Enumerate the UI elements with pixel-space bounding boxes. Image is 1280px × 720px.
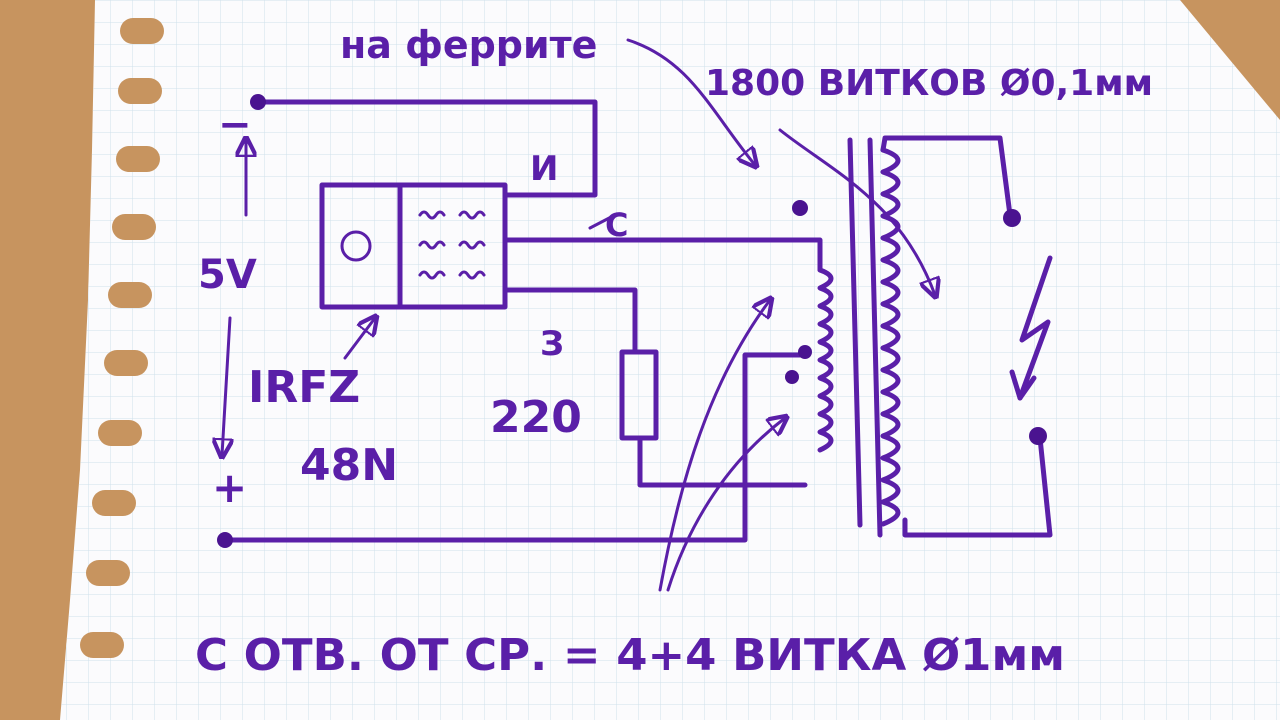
primary-spec-label: С ОТВ. ОТ СР. = 4+4 ВИТКА Ø1мм (195, 630, 1065, 681)
drain-pin-label: С (605, 206, 628, 244)
core-note-label: на феррите (340, 23, 597, 67)
voltage-label: 5V (198, 252, 257, 298)
source-pin-label: З (540, 324, 564, 364)
resistor-value-label: 220 (490, 392, 582, 443)
secondary-spec-label: 1800 ВИТКОВ Ø0,1мм (705, 63, 1153, 104)
transistor-symbol (319, 182, 508, 310)
plus-sign: + (212, 463, 247, 512)
annotation-arrows (222, 38, 935, 592)
gate-pin-label: И (530, 149, 558, 189)
transistor-model-line2: 48N (300, 440, 398, 491)
minus-sign: − (218, 102, 252, 148)
punch-holes (80, 18, 164, 658)
ferrite-core (847, 137, 883, 538)
primary-coil (785, 200, 834, 453)
transistor-model-line1: IRFZ (248, 362, 360, 413)
circuit-wires (217, 94, 823, 548)
secondary-coil (880, 135, 1053, 538)
